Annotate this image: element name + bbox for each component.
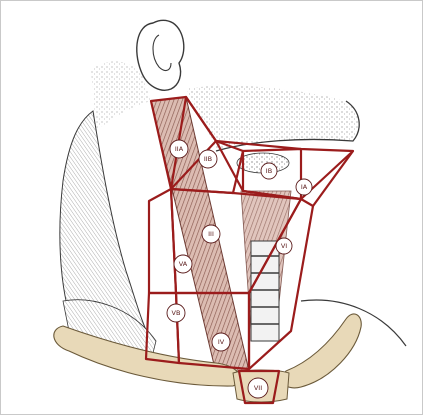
level-label-iia: IIA <box>170 140 188 158</box>
svg-text:IIA: IIA <box>175 145 184 153</box>
level-label-iib: IIB <box>199 150 217 168</box>
right-clavicle <box>282 314 361 388</box>
svg-text:VI: VI <box>281 242 287 250</box>
level-label-ib: IB <box>261 163 277 179</box>
svg-text:VB: VB <box>172 309 181 317</box>
svg-text:VA: VA <box>179 260 188 268</box>
svg-text:IB: IB <box>266 167 272 175</box>
svg-text:VII: VII <box>254 384 262 392</box>
level-label-iv: IV <box>212 333 230 351</box>
level-label-vb: VB <box>167 304 185 322</box>
svg-text:IIB: IIB <box>204 155 212 163</box>
ear <box>137 20 184 90</box>
level-label-ia: IA <box>296 179 312 195</box>
level-label-vi: VI <box>276 238 292 254</box>
level-label-vii: VII <box>248 378 268 398</box>
svg-text:III: III <box>208 230 214 238</box>
level-label-iii: III <box>202 225 220 243</box>
trachea <box>251 241 279 341</box>
svg-text:IV: IV <box>218 338 225 346</box>
level-label-va: VA <box>174 255 192 273</box>
svg-text:IA: IA <box>301 183 308 191</box>
